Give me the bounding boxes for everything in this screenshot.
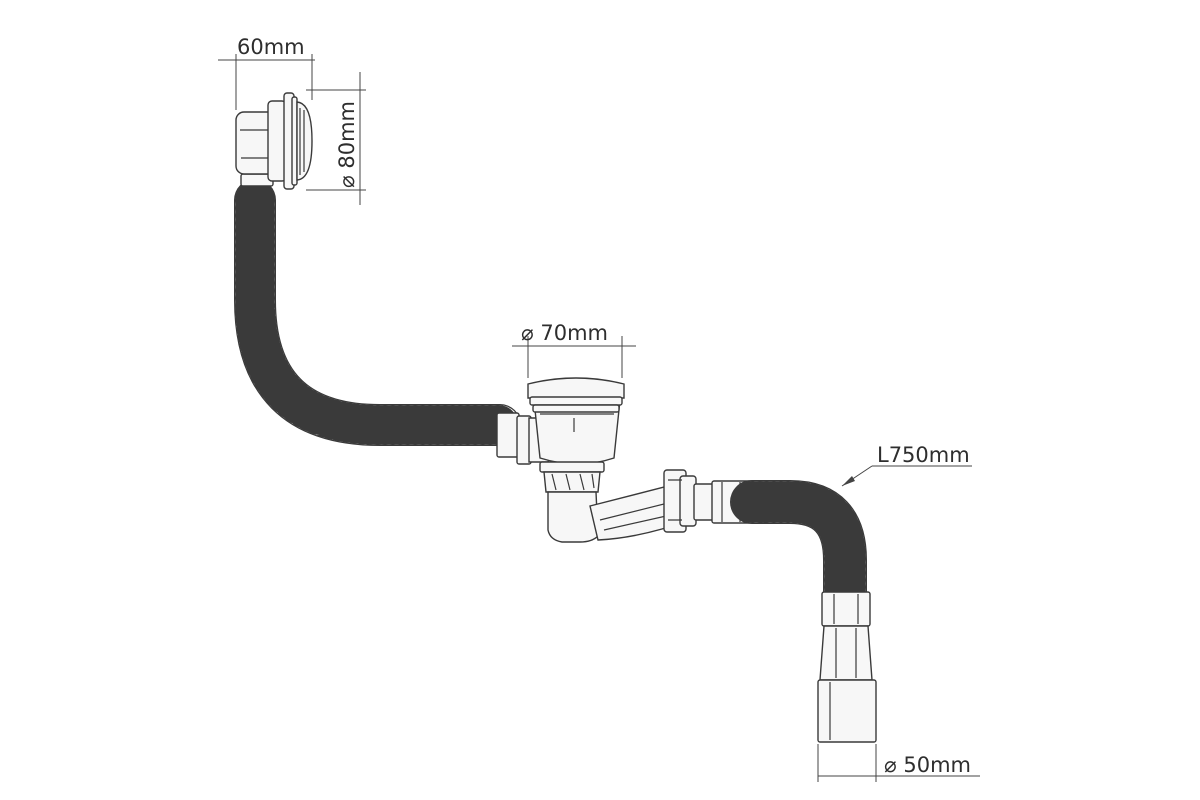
dimension-hose-length: L750mm bbox=[841, 443, 972, 487]
svg-text:⌀ 70mm: ⌀ 70mm bbox=[521, 321, 608, 345]
hose-length-label: L750mm bbox=[877, 443, 970, 467]
plug-diameter-symbol: ⌀ bbox=[521, 321, 534, 345]
dimension-outlet-diameter: ⌀ 50mm bbox=[817, 744, 980, 782]
dimension-overflow-width: 60mm bbox=[218, 35, 315, 110]
outlet-diameter-label: 50mm bbox=[903, 753, 971, 777]
dimension-plug-diameter: ⌀ 70mm bbox=[512, 321, 636, 378]
outlet-hose bbox=[730, 480, 867, 617]
overflow-width-label: 60mm bbox=[237, 35, 305, 59]
overflow-diameter-label: 80mm bbox=[335, 101, 359, 169]
plug-diameter-label: 70mm bbox=[540, 321, 608, 345]
svg-text:⌀ 50mm: ⌀ 50mm bbox=[884, 753, 971, 777]
dimension-overflow-diameter: ⌀ 80mm bbox=[306, 72, 366, 205]
overflow-hose bbox=[234, 179, 521, 446]
outlet-diameter-symbol: ⌀ bbox=[884, 753, 897, 777]
svg-text:⌀ 80mm: ⌀ 80mm bbox=[335, 101, 359, 188]
overflow-diameter-symbol: ⌀ bbox=[335, 175, 359, 188]
waste-valve bbox=[496, 377, 757, 543]
outlet-pipe bbox=[817, 591, 877, 743]
overflow-head bbox=[235, 92, 313, 190]
